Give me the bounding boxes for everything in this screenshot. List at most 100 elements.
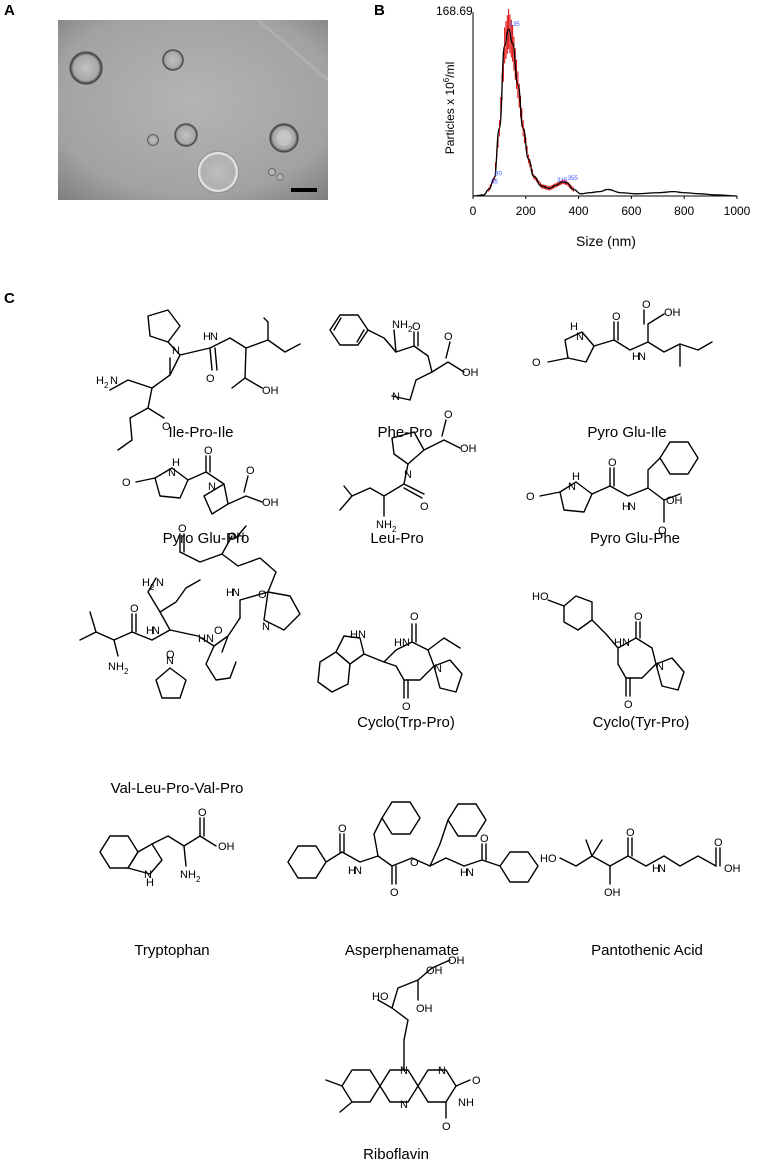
svg-text:N: N [208,481,216,493]
svg-text:N: N [400,1065,408,1077]
svg-text:OH: OH [460,443,477,455]
svg-text:H: H [652,863,660,875]
svg-text:N: N [658,863,666,875]
svg-text:OH: OH [604,887,621,899]
svg-text:HN: HN [198,633,214,645]
structure-asperphenamate [287,801,539,885]
svg-text:H: H [570,321,578,333]
svg-text:OH: OH [666,495,683,507]
svg-text:N: N [638,351,646,363]
svg-text:O: O [642,300,651,311]
svg-text:H: H [622,501,630,513]
x-axis-label: Size (nm) [576,233,636,249]
structure-pyro-glu-ile [547,309,713,367]
svg-text:HN: HN [614,637,630,649]
svg-text:H: H [96,375,104,387]
structure-val-leu-pro-val-pro [79,525,301,699]
svg-text:O: O [526,491,535,503]
x-tick-label: 0 [470,204,477,218]
svg-text:NH: NH [458,1097,474,1109]
svg-text:N: N [156,577,164,589]
svg-text:OH: OH [724,863,741,875]
svg-text:N: N [568,481,576,493]
svg-text:O: O [714,837,723,849]
svg-text:N: N [400,1099,408,1111]
svg-text:2: 2 [196,875,201,884]
svg-text:O: O [634,611,643,623]
svg-text:H: H [172,457,180,469]
svg-text:N: N [576,331,584,343]
peak-label: 355 [568,176,579,182]
molecule-name: Cyclo(Trp-Pro) [357,714,455,731]
svg-text:N: N [354,865,362,877]
svg-text:H: H [348,865,356,877]
svg-text:O: O [480,833,489,845]
svg-text:O: O [162,421,171,433]
peak-label: 315 [557,178,568,184]
molecule-name: Asperphenamate [344,942,460,959]
svg-text:2: 2 [392,525,397,534]
svg-text:HN: HN [350,629,366,641]
y-max-label: 168.69 [436,4,473,18]
svg-text:N: N [628,501,636,513]
chemical-structures: N HN H2N O O OH NH2 O N O OH HN O O HN O… [79,300,741,1133]
svg-text:OH: OH [262,385,279,397]
x-tick-label: 1000 [724,204,751,218]
svg-text:O: O [442,1121,451,1133]
svg-text:O: O [130,603,139,615]
svg-text:O: O [624,699,633,711]
peak-label: 80 [495,172,502,178]
svg-text:O: O [626,827,635,839]
svg-text:O: O [612,311,621,323]
scale-bar [291,188,317,192]
svg-text:OH: OH [448,955,465,967]
svg-text:N: N [438,1065,446,1077]
svg-text:O: O [204,445,213,457]
svg-text:N: N [466,867,474,879]
structure-riboflavin [325,959,471,1119]
peak-label: 135 [510,22,521,28]
svg-text:NH: NH [392,319,408,331]
svg-text:O: O [410,857,419,869]
svg-text:O: O [658,525,667,537]
structure-cyclo-trp-pro [317,623,463,699]
y-axis-label: Particles x 106/ml [442,62,457,154]
svg-text:N: N [262,621,270,633]
svg-text:NH: NH [108,661,124,673]
svg-text:H: H [460,867,468,879]
svg-text:HO: HO [372,991,389,1003]
svg-text:NH: NH [180,869,196,881]
svg-text:N: N [152,625,160,637]
svg-text:HO: HO [540,853,557,865]
molecule-name: Leu-Pro [370,530,424,547]
svg-text:N: N [168,467,176,479]
svg-text:2: 2 [124,667,129,676]
svg-text:2: 2 [104,381,109,390]
svg-text:H: H [203,331,211,343]
svg-text:HO: HO [532,591,549,603]
svg-text:N: N [110,375,118,387]
svg-text:N: N [210,331,218,343]
svg-text:NH: NH [376,519,392,531]
svg-text:O: O [258,589,267,601]
structure-phe-pro [329,314,465,401]
tem-micrograph [58,20,328,200]
svg-text:O: O [390,887,399,899]
svg-text:OH: OH [462,367,479,379]
molecule-name: Cyclo(Tyr-Pro) [592,714,690,731]
structure-pyro-glu-pro [135,455,263,515]
molecule-name: Phe-Pro [377,424,433,441]
svg-text:H: H [142,577,150,589]
panel-label-b: B [374,2,385,19]
svg-text:N: N [144,869,152,881]
x-tick-label: 600 [621,204,641,218]
svg-text:N: N [434,663,442,675]
svg-text:H: H [632,351,640,363]
svg-text:OH: OH [262,497,279,509]
svg-text:O: O [608,457,617,469]
molecule-name: Ile-Pro-Ile [168,424,234,441]
structure-pantothenic-acid [559,837,721,885]
svg-text:O: O [214,625,223,637]
